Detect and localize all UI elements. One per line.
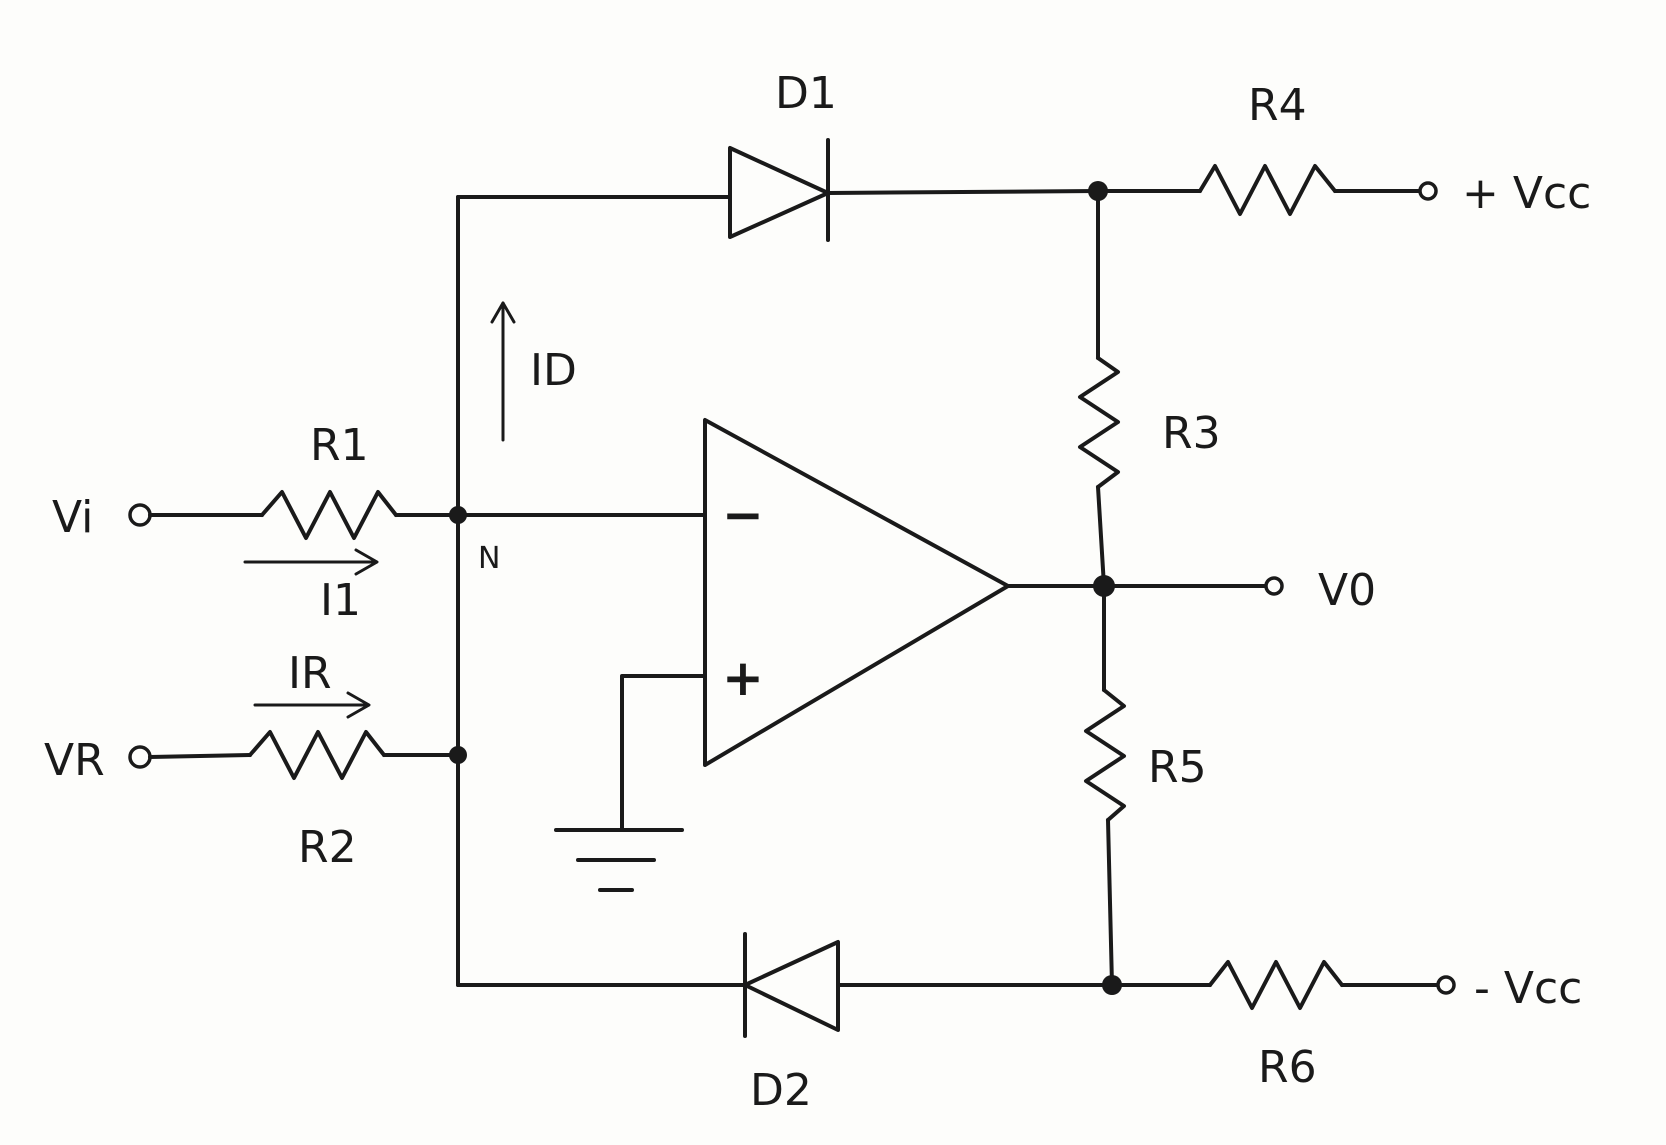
label-r4: R4 [1248, 80, 1307, 131]
resistor-r5 [1084, 688, 1126, 822]
diode-d1 [728, 138, 830, 242]
neg-supply-terminal[interactable] [1436, 975, 1456, 995]
opamp-minus-sign: − [722, 486, 764, 544]
label-ir: IR [288, 648, 332, 699]
noninverting-input-wire [620, 674, 707, 832]
ground-symbol [554, 828, 684, 892]
resistor-r3 [1078, 356, 1120, 489]
label-r3: R3 [1162, 408, 1221, 459]
label-d2: D2 [750, 1065, 812, 1116]
label-vr: VR [44, 735, 105, 786]
junction-top-right [1088, 181, 1108, 201]
label-id: ID [530, 345, 577, 396]
label-vi: Vi [52, 492, 93, 543]
r2-lead-left [148, 753, 252, 759]
current-arrow-ir [253, 691, 371, 719]
label-i1: I1 [320, 575, 361, 626]
top-wire-right [826, 189, 1100, 195]
right-wire-mid-top [1096, 485, 1106, 588]
resistor-r4 [1198, 164, 1337, 216]
label-r1: R1 [310, 420, 369, 471]
opamp-triangle [703, 418, 1010, 767]
label-r5: R5 [1148, 742, 1207, 793]
label-pos-supply: + Vcc [1462, 168, 1591, 219]
junction-n [449, 506, 467, 524]
resistor-r1 [260, 490, 398, 540]
vr-terminal[interactable] [128, 745, 152, 769]
label-vo: V0 [1318, 565, 1376, 616]
current-arrow-id [490, 301, 516, 442]
current-arrow-i1 [243, 548, 379, 576]
junction-r2 [449, 746, 467, 764]
opamp-plus-sign: + [722, 649, 764, 707]
label-d1: D1 [775, 68, 837, 119]
label-node-n: N [478, 541, 500, 576]
resistor-r6 [1208, 960, 1344, 1010]
junction-output [1093, 575, 1115, 597]
resistor-r2 [248, 730, 386, 780]
right-wire-bottom [1106, 818, 1114, 987]
vi-terminal[interactable] [128, 503, 152, 527]
junction-bottom-right [1102, 975, 1122, 995]
output-terminal[interactable] [1264, 576, 1284, 596]
pos-supply-terminal[interactable] [1418, 181, 1438, 201]
label-neg-supply: - Vcc [1474, 963, 1582, 1014]
diode-d2 [743, 932, 840, 1038]
label-r2: R2 [298, 822, 357, 873]
label-r6: R6 [1258, 1042, 1317, 1093]
